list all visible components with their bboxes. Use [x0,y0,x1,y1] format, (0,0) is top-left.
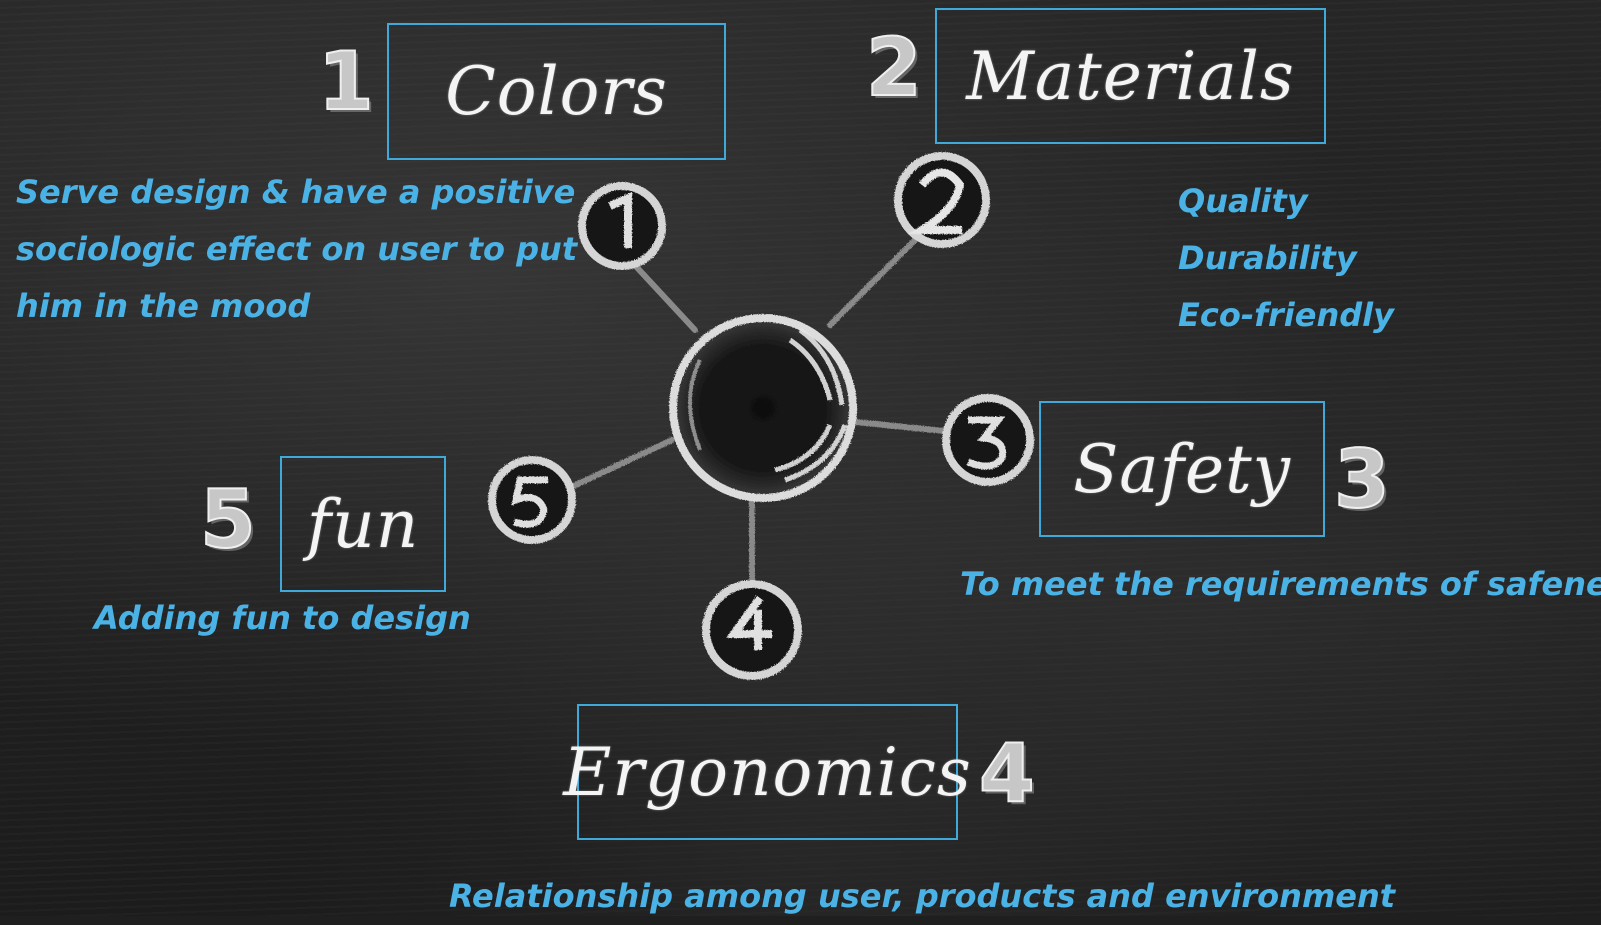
chalk-number-5-icon [488,456,576,544]
connector-line-2 [827,237,918,328]
node-number-5: 5 [199,473,257,566]
chalk-number-3-icon [942,394,1034,486]
connector-line-3 [852,419,958,435]
connector-lines [562,237,958,593]
node-title-fun: fun [280,456,446,592]
connector-line-1 [627,257,698,333]
colors-description-line-2: sociologic effect on user to put [16,230,578,268]
ergonomics-description: Relationship among user, products and en… [449,877,1396,915]
node-number-1: 1 [317,35,375,128]
colors-description-line-1: Serve design & have a positive [16,173,576,211]
colors-description: Serve design & have a positive sociologi… [16,164,577,335]
node-title-colors: Colors [387,23,726,160]
materials-item-durability: Durability [1178,239,1357,277]
materials-description-list: Quality Durability Eco-friendly [1178,173,1394,344]
node-title-ergonomics: Ergonomics [563,704,971,840]
materials-item-eco-friendly: Eco-friendly [1178,296,1394,334]
fun-description: Adding fun to design [94,599,471,637]
chalk-number-1-icon [578,182,666,270]
connector-line-5 [562,437,675,493]
chalk-hub-icon [669,314,857,502]
node-title-safety: Safety [1039,401,1325,537]
chalk-number-4-icon [702,580,802,680]
materials-item-quality: Quality [1178,182,1308,220]
node-number-4: 4 [978,727,1036,820]
node-number-3: 3 [1333,433,1391,526]
chalk-number-2-icon [894,152,990,248]
safety-description: To meet the requirements of safeness [960,565,1601,603]
colors-description-line-3: him in the mood [16,287,311,325]
node-number-2: 2 [865,21,923,114]
node-title-materials: Materials [935,8,1326,144]
